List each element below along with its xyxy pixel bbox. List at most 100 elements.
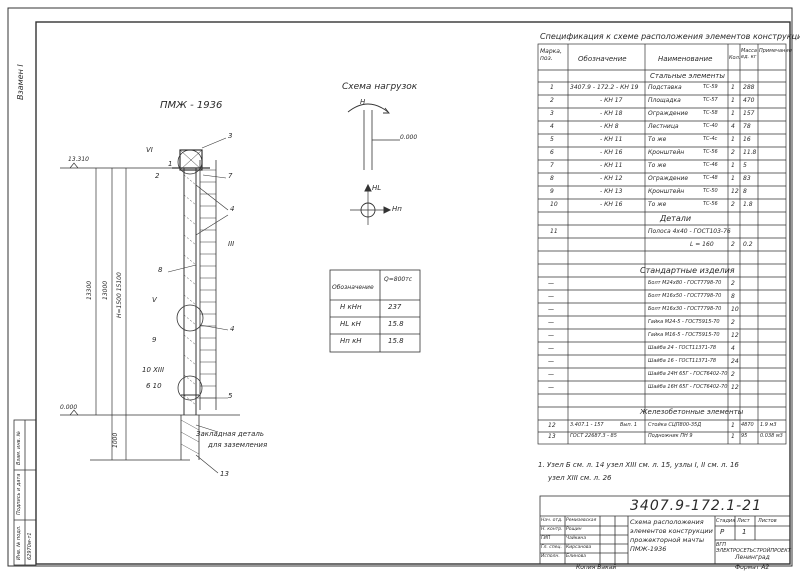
spec-row-ref: ТС-40	[703, 123, 718, 129]
title-org1: ВГП ЭЛЕКТРОСЕТЬСТРОЙПРОЕКТ	[716, 542, 791, 554]
callout-4a: 4	[230, 205, 235, 213]
standard-row-name: Гайка М24-5 - ГОСТ5915-70	[648, 319, 720, 325]
loads-col-designation: Обозначение	[332, 284, 374, 291]
side-stamp-num: 62970м-т1	[27, 532, 33, 560]
side-stamp-line2: Подпись и дата	[16, 473, 22, 515]
spec-row-ref: ТС-57	[703, 97, 718, 103]
spec-row-qty: 12	[731, 188, 739, 195]
detail-row-qty: 2	[731, 241, 735, 248]
embedded-part-label: Закладная деталь	[196, 430, 265, 438]
standard-row-pos: —	[548, 358, 554, 365]
loads-row-name: Н кНн	[340, 303, 362, 311]
spec-row-qty: 4	[731, 123, 735, 130]
load-scheme-title: Схема нагрузок	[342, 82, 418, 92]
spec-row-des: 3407.9 - 172.2 - КН 19	[570, 84, 639, 91]
callout-leaders	[167, 137, 229, 474]
spec-row-mass: 16	[743, 136, 751, 143]
spec-row-mass: 1.8	[743, 201, 753, 208]
spec-row-ref: ТС-50	[703, 188, 718, 194]
detail-row-name: Полоса 4х40 - ГОСТ103-76	[648, 228, 731, 235]
title-stage-label: Стадия	[716, 518, 736, 524]
rc-row-name: Стойка СЦП800-35Д	[648, 422, 702, 428]
spec-row-ref: ТС-58	[703, 110, 718, 116]
detail-row-mass: 0.2	[743, 241, 753, 248]
standard-row-qty: 12	[731, 332, 739, 339]
title-row-name: Блинова	[566, 554, 586, 559]
title-sheet: 1	[742, 528, 747, 536]
spec-row-des: - КН 13	[600, 188, 623, 195]
spec-row-pos: 2	[550, 97, 554, 104]
loads-table-grid	[329, 269, 421, 353]
dim-base: 1000	[112, 432, 119, 448]
spec-header-note: Примечание	[759, 48, 792, 54]
title-block-grid	[539, 495, 791, 565]
spec-row-name: Площадка	[648, 97, 681, 104]
spec-row-pos: 6	[550, 149, 554, 156]
spec-row-des: - КН 18	[600, 110, 623, 117]
load-label-h: Н	[360, 98, 366, 106]
spec-row-qty: 2	[731, 201, 735, 208]
spec-row-pos: 8	[550, 175, 554, 182]
standard-row-qty: 12	[731, 384, 739, 391]
callout-1: 1	[168, 160, 173, 168]
standard-row-qty: 24	[731, 358, 739, 365]
title-stage: Р	[720, 528, 725, 536]
standard-row-pos: —	[548, 371, 554, 378]
dim-total: 13300	[86, 280, 93, 300]
spec-row-mass: 8	[743, 188, 747, 195]
callout-13: 13	[220, 470, 229, 478]
rc-row-mass: 95	[741, 433, 748, 439]
spec-row-mass: 5	[743, 162, 747, 169]
dim-h: Н=1500 15100	[116, 272, 123, 318]
spec-row-pos: 3	[550, 110, 554, 117]
spec-row-pos: 7	[550, 162, 554, 169]
spec-row-qty: 1	[731, 97, 735, 104]
spec-row-ref: ТС-46	[703, 162, 718, 168]
standard-row-name: Болт М16х30 - ГОСТ7798-70	[648, 306, 722, 312]
loads-col-value: Q=800тс	[384, 276, 412, 283]
spec-section-steel: Стальные элементы	[650, 72, 725, 80]
standard-row-pos: —	[548, 306, 554, 313]
detail-row-pos: 11	[550, 228, 558, 235]
spec-row-qty: 2	[731, 149, 735, 156]
standard-row-name: Шайба 24 - ГОСТ11371-78	[648, 345, 717, 351]
spec-row-name: Кронштейн	[648, 149, 685, 156]
callout-3: 3	[228, 132, 233, 140]
rc-row-qty: 1	[731, 433, 735, 440]
side-stamp-line1: Инв. № подл.	[16, 525, 22, 561]
standard-row-qty: 2	[731, 280, 735, 287]
title-sheet-label: Лист	[737, 518, 750, 524]
spec-row-mass: 288	[743, 84, 755, 91]
drawing-title: ПМЖ - 1936	[160, 100, 223, 111]
spec-row-name: То же	[648, 136, 667, 143]
standard-row-name: Шайба 16Н 65Г - ГОСТ6402-70	[648, 384, 728, 390]
standard-row-pos: —	[548, 345, 554, 352]
standard-row-name: Шайба 16 - ГОСТ11371-78	[648, 358, 717, 364]
standard-row-name: Шайба 24Н 65Г - ГОСТ6402-70	[648, 371, 728, 377]
callout-7: 7	[228, 172, 233, 180]
callout-vi: VI	[146, 146, 153, 154]
note-line2: узел XIII см. л. 26	[548, 474, 612, 482]
elevation-ground: 0.000	[60, 404, 78, 411]
spec-row-ref: ТС-56	[703, 201, 718, 207]
dim-main: 13000	[102, 280, 109, 300]
spec-section-rc: Железобетонные элементы	[640, 408, 744, 416]
spec-row-mass: 78	[743, 123, 751, 130]
spec-row-qty: 1	[731, 136, 735, 143]
elevation-lines	[60, 162, 240, 461]
title-row-name: Кирсанова	[566, 545, 592, 550]
title-row-role: Гл. спец.	[541, 545, 562, 550]
title-sheets-label: Листов	[758, 518, 777, 524]
standard-row-pos: —	[548, 332, 554, 339]
title-row-role: ГИП	[541, 536, 551, 541]
load-label-hl: НL	[372, 184, 382, 192]
rc-row-des: ГОСТ 22687.3 - 85	[570, 433, 617, 439]
callout-9: 9	[152, 336, 157, 344]
detail-row-name: L = 160	[690, 241, 714, 248]
standard-row-qty: 2	[731, 371, 735, 378]
side-stamp-line3: Взам. инв. №	[16, 431, 22, 465]
load-label-hn: Нп	[392, 205, 402, 213]
spec-row-name: Подставка	[648, 84, 682, 91]
loads-row-value: 15.8	[388, 337, 404, 345]
rc-row-note: 1.9 м3	[760, 422, 777, 428]
